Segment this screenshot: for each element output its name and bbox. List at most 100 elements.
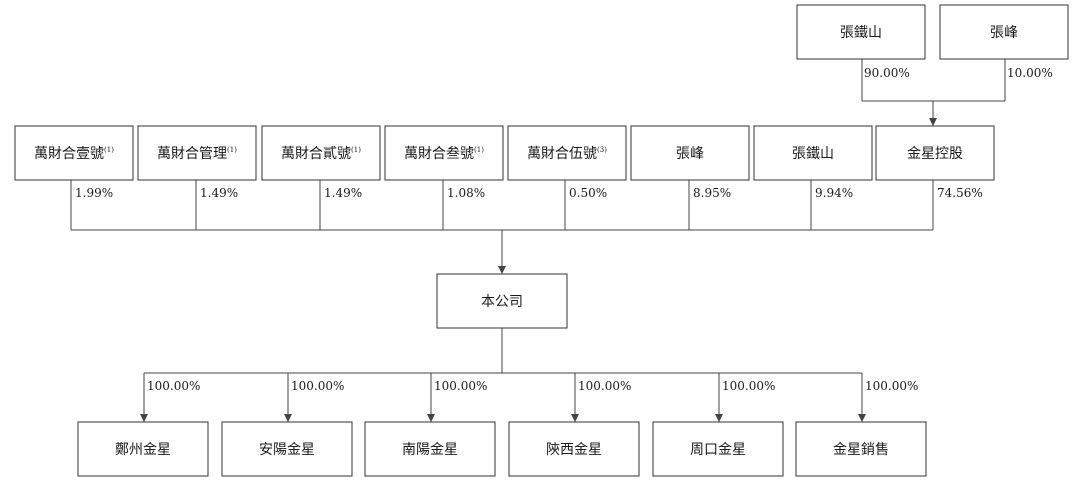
subsidiary-box-0-label: 鄭州金星	[115, 442, 171, 458]
subsidiary-pct-4: 100.00%	[722, 379, 775, 393]
company-box-frame	[436, 273, 568, 329]
subsidiary-box-5-label: 金星銷售	[833, 442, 889, 458]
shareholder-box-2: 萬財合貳號(1)	[261, 125, 381, 181]
subsidiary-box-0-frame	[77, 421, 209, 477]
top-owner-box-0-name: 張鐵山	[840, 24, 882, 41]
shareholder-box-6-name: 張鐵山	[792, 145, 834, 162]
company-box-label: 本公司	[481, 294, 523, 310]
subsidiary-box-4-label: 周口金星	[690, 442, 746, 458]
shareholder-box-5: 張峰	[630, 125, 750, 181]
subsidiary-box-2: 南陽金星	[364, 421, 496, 477]
shareholder-box-0: 萬財合壹號(1)	[14, 125, 134, 181]
shareholder-box-4-footnote: (3)	[597, 146, 607, 154]
holding-company-box-name: 金星控股	[907, 146, 963, 162]
subsidiary-box-0: 鄭州金星	[77, 421, 209, 477]
entity-boxes: 張鐵山張峰萬財合壹號(1)萬財合管理(1)萬財合貳號(1)萬財合叁號(1)萬財合…	[14, 4, 1069, 477]
shareholder-box-4: 萬財合伍號(3)	[507, 125, 627, 181]
shareholder-box-1-name: 萬財合管理	[157, 146, 227, 162]
company-box-name: 本公司	[481, 294, 523, 310]
subsidiary-box-3: 陝西金星	[508, 421, 640, 477]
company-arrow-head	[498, 266, 506, 274]
shareholder-box-6: 張鐵山	[753, 125, 873, 181]
subsidiary-pct-2: 100.00%	[434, 379, 487, 393]
subsidiary-box-1: 安陽金星	[221, 421, 353, 477]
shareholder-pct-4: 0.50%	[569, 186, 607, 200]
holding-company-box-frame	[875, 125, 995, 181]
percentage-labels: 90.00% 10.00% 1.99% 1.49% 1.49% 1.08% 0.50% 8.9…	[75, 66, 1053, 393]
subsidiary-arrow-head-5	[858, 414, 866, 422]
shareholder-box-2-label: 萬財合貳號(1)	[281, 146, 361, 162]
subsidiary-box-0-name: 鄭州金星	[115, 442, 171, 458]
holding-arrow-head	[929, 118, 937, 126]
subsidiary-box-4-frame	[652, 421, 784, 477]
shareholder-box-0-label: 萬財合壹號(1)	[34, 146, 114, 162]
top-owner-box-0: 張鐵山	[796, 4, 926, 60]
shareholder-box-2-frame	[261, 125, 381, 181]
top-owner-box-1-name: 張峰	[990, 25, 1018, 41]
shareholder-pct-0: 1.99%	[75, 186, 113, 200]
shareholder-box-0-frame	[14, 125, 134, 181]
top-owner-pct-0: 90.00%	[864, 66, 910, 80]
shareholder-box-3: 萬財合叁號(1)	[384, 125, 504, 181]
shareholder-box-4-label: 萬財合伍號(3)	[527, 146, 607, 162]
subsidiary-box-1-label: 安陽金星	[259, 442, 315, 458]
subsidiary-box-2-label: 南陽金星	[402, 442, 458, 458]
subsidiary-arrow-head-3	[571, 414, 579, 422]
company-box: 本公司	[436, 273, 568, 329]
subsidiary-box-2-frame	[364, 421, 496, 477]
subsidiary-box-3-frame	[508, 421, 640, 477]
shareholder-pct-1: 1.49%	[200, 186, 238, 200]
shareholder-pct-5: 8.95%	[693, 186, 731, 200]
top-owner-pct-1: 10.00%	[1007, 66, 1053, 80]
shareholder-box-0-footnote: (1)	[104, 146, 114, 154]
holding-company-box-label: 金星控股	[907, 146, 963, 162]
subsidiary-box-3-label: 陝西金星	[546, 442, 602, 458]
shareholder-pct-6: 9.94%	[815, 186, 853, 200]
subsidiary-box-5-frame	[795, 421, 927, 477]
shareholder-box-2-name: 萬財合貳號	[281, 146, 351, 162]
top-owner-box-1: 張峰	[939, 4, 1069, 60]
shareholder-box-1-label: 萬財合管理(1)	[157, 146, 237, 162]
top-owner-box-1-label: 張峰	[990, 25, 1018, 41]
subsidiary-arrow-head-1	[284, 414, 292, 422]
subsidiary-box-1-name: 安陽金星	[259, 442, 315, 458]
subsidiary-pct-3: 100.00%	[578, 379, 631, 393]
shareholder-box-5-name: 張峰	[676, 146, 704, 162]
shareholder-box-2-footnote: (1)	[351, 146, 361, 154]
subsidiary-arrow-head-0	[140, 414, 148, 422]
shareholder-box-4-frame	[507, 125, 627, 181]
subsidiary-arrow-head-2	[427, 414, 435, 422]
subsidiary-box-1-frame	[221, 421, 353, 477]
shareholder-pct-3: 1.08%	[447, 186, 485, 200]
subsidiary-box-4-name: 周口金星	[690, 442, 746, 458]
holding-company-box: 金星控股	[875, 125, 995, 181]
shareholder-box-3-footnote: (1)	[474, 146, 484, 154]
shareholder-box-6-label: 張鐵山	[792, 145, 834, 162]
shareholder-box-3-name: 萬財合叁號	[404, 145, 474, 162]
subsidiary-box-4: 周口金星	[652, 421, 784, 477]
top-owner-box-0-label: 張鐵山	[840, 24, 882, 41]
connector-lines	[70, 59, 1006, 422]
shareholder-box-5-frame	[630, 125, 750, 181]
holding-company-pct: 74.56%	[937, 186, 983, 200]
subsidiary-pct-1: 100.00%	[291, 379, 344, 393]
shareholder-box-3-label: 萬財合叁號(1)	[404, 145, 484, 162]
shareholder-box-1: 萬財合管理(1)	[137, 125, 257, 181]
shareholder-pct-2: 1.49%	[324, 186, 362, 200]
subsidiary-pct-0: 100.00%	[147, 379, 200, 393]
shareholder-box-6-frame	[753, 125, 873, 181]
subsidiary-pct-5: 100.00%	[865, 379, 918, 393]
shareholder-box-0-name: 萬財合壹號	[34, 146, 104, 162]
shareholder-box-4-name: 萬財合伍號	[527, 146, 597, 162]
subsidiary-box-5-name: 金星銷售	[833, 442, 889, 458]
shareholder-box-3-frame	[384, 125, 504, 181]
subsidiary-arrow-head-4	[715, 414, 723, 422]
top-owner-box-0-frame	[796, 4, 926, 60]
top-owner-box-1-frame	[939, 4, 1069, 60]
subsidiary-box-3-name: 陝西金星	[546, 442, 602, 458]
shareholder-box-1-footnote: (1)	[227, 146, 237, 154]
shareholder-box-1-frame	[137, 125, 257, 181]
subsidiary-box-5: 金星銷售	[795, 421, 927, 477]
subsidiary-box-2-name: 南陽金星	[402, 442, 458, 458]
